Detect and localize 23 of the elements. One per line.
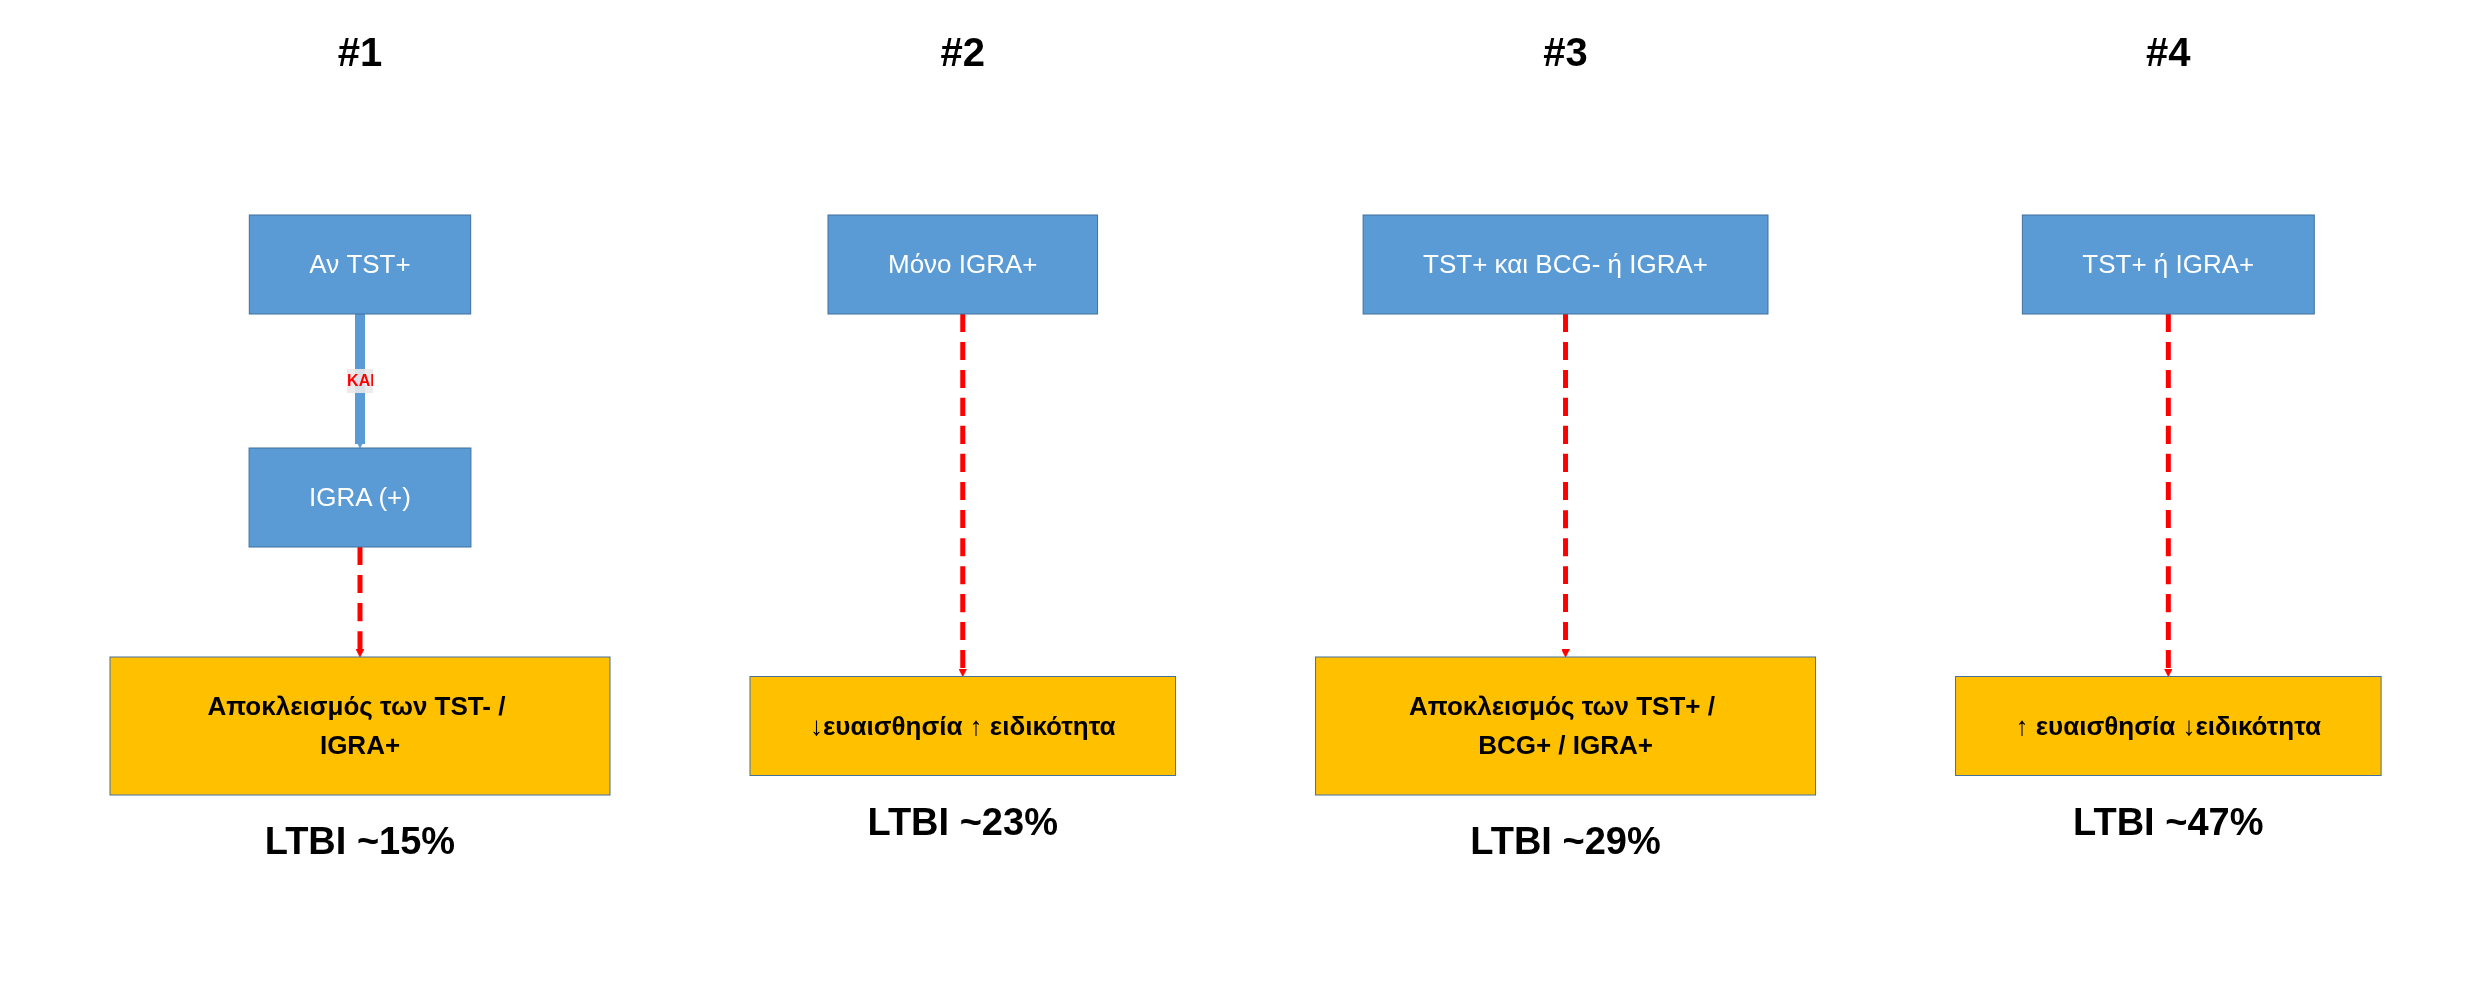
column-heading: #4 (2146, 30, 2191, 75)
node-box: Αποκλεισμός των TST- / IGRA+ (109, 656, 611, 796)
node-box: Μόνο IGRA+ (827, 214, 1098, 315)
edge-label: ΚΑΙ (347, 372, 374, 389)
arrow (958, 314, 968, 677)
node-box: ↓ευαισθησία ↑ ειδικότητα (749, 676, 1176, 776)
percentage-caption: LTBI ~47% (2073, 800, 2264, 844)
arrow (1561, 314, 1570, 658)
node-box: Αποκλεισμός των TST+ / BCG+ / IGRA+ (1315, 656, 1816, 796)
node-box: IGRA (+) (248, 447, 472, 548)
column-heading: #1 (337, 30, 383, 75)
node-box: Αν TST+ (248, 214, 472, 315)
arrow (2163, 314, 2173, 677)
column-heading: #2 (940, 30, 985, 75)
column-heading: #3 (1543, 30, 1588, 75)
percentage-caption: LTBI ~15% (264, 820, 456, 863)
node-box: TST+ και BCG- ή IGRA+ (1362, 214, 1769, 315)
node-box: TST+ ή IGRA+ (2021, 214, 2315, 315)
arrow (354, 314, 365, 449)
percentage-caption: LTBI ~29% (1470, 820, 1661, 863)
percentage-caption: LTBI ~23% (867, 800, 1058, 844)
node-box: ↑ ευαισθησία ↓ειδικότητα (1955, 676, 2382, 776)
arrow (355, 547, 365, 658)
